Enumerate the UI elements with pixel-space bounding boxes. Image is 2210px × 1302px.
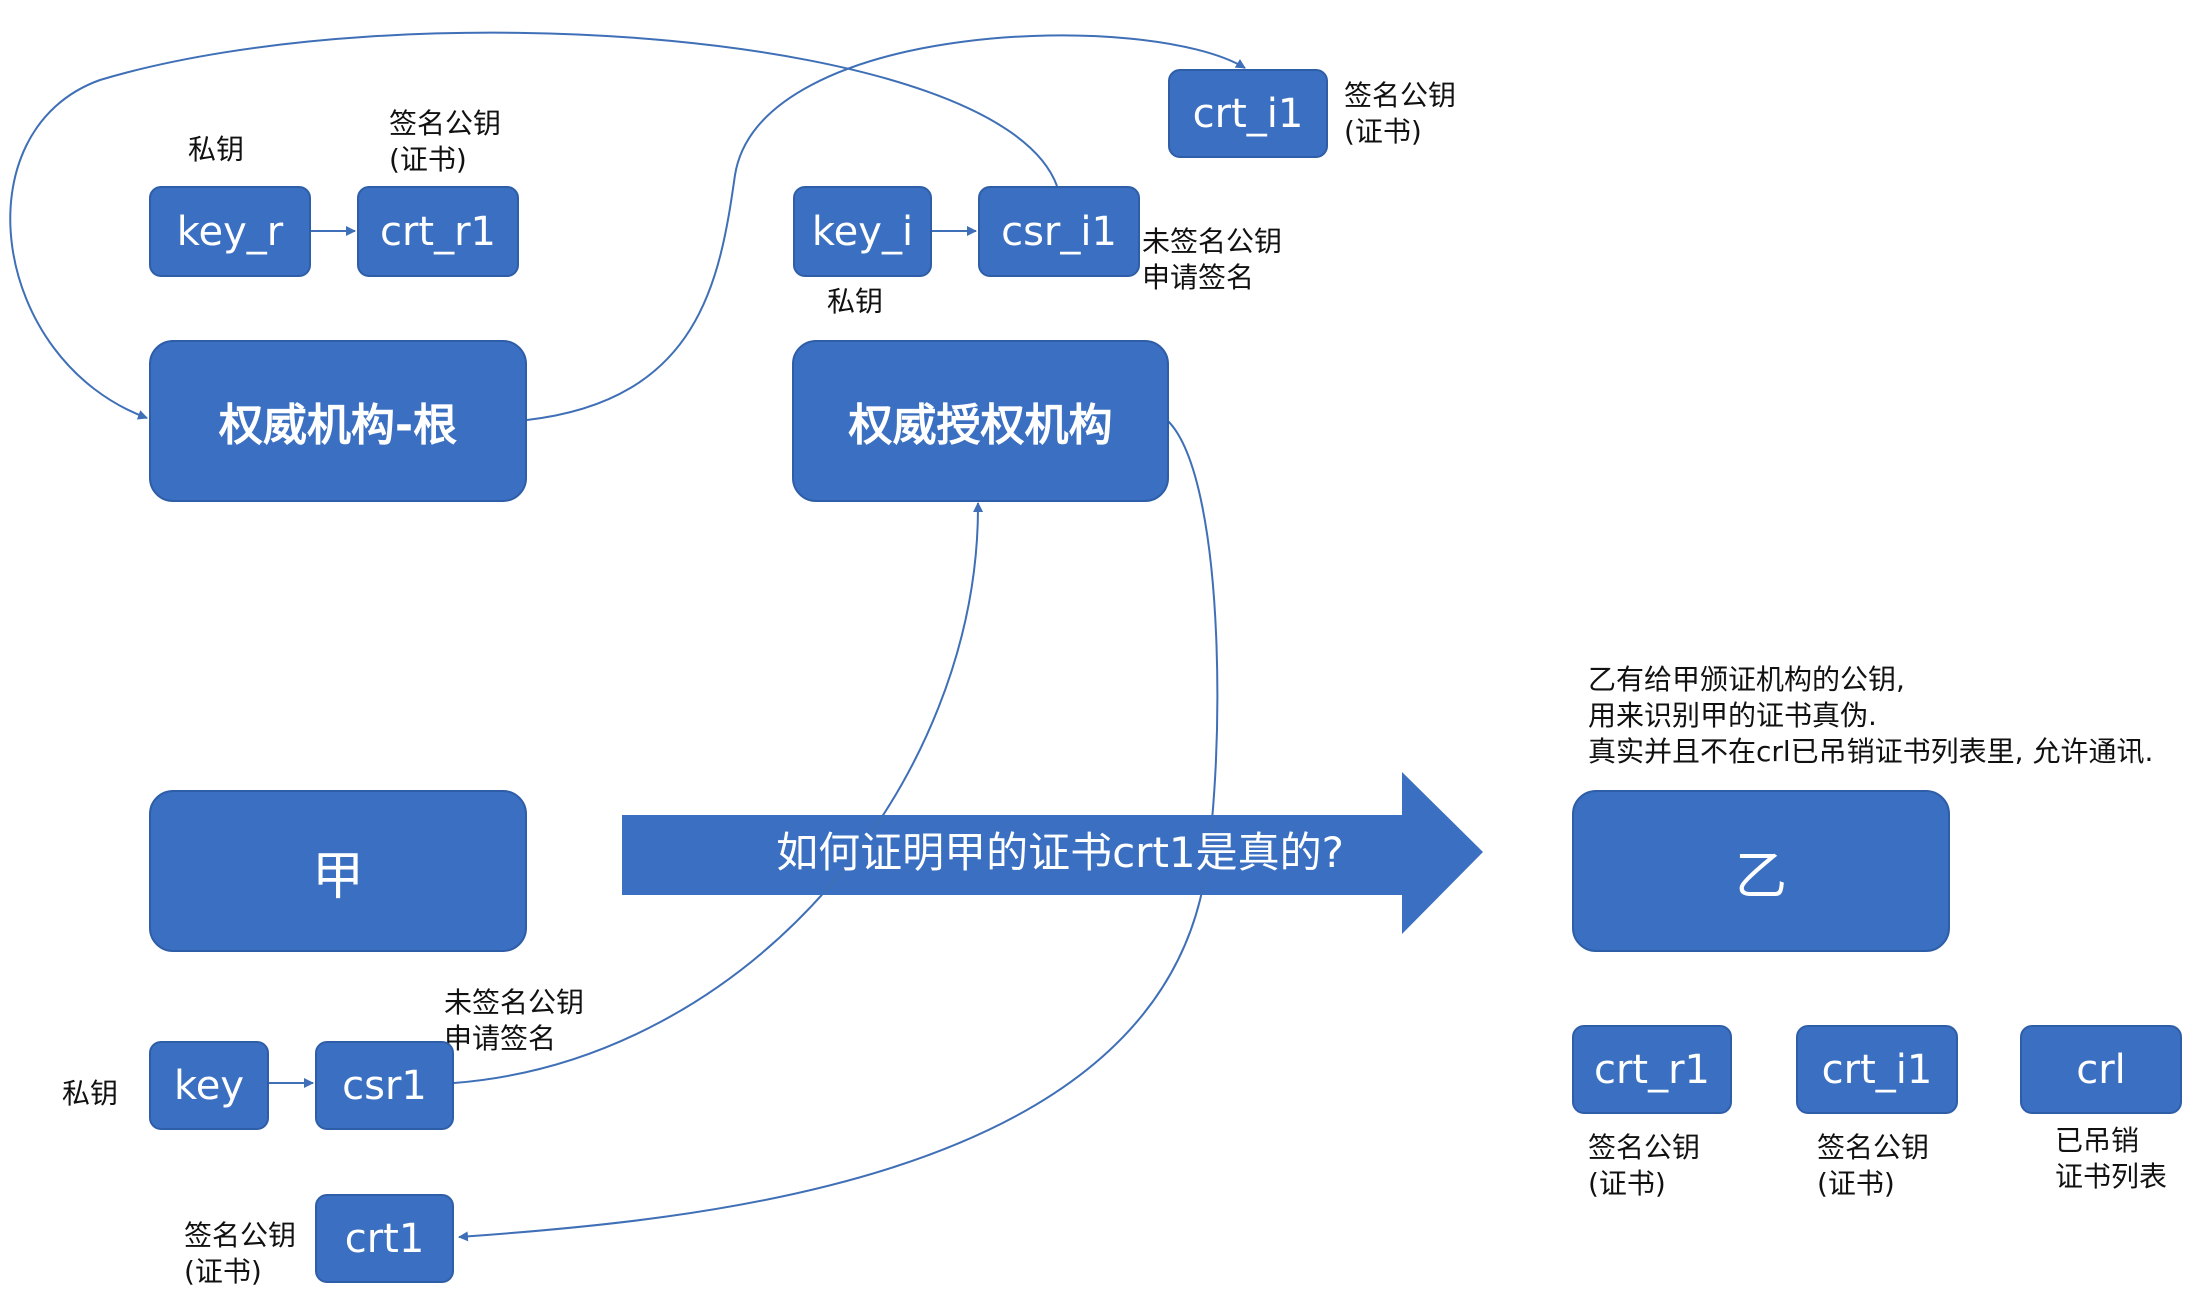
crt-i1-top-box: crt_i1 — [1168, 69, 1328, 158]
crl-label: 已吊销 证书列表 — [2055, 1124, 2168, 1193]
jia-box: 甲 — [149, 790, 527, 952]
unsigned-i1-label: 未签名公钥 申请签名 — [1142, 225, 1283, 294]
big-arrow-text: 如何证明甲的证书crt1是真的? — [776, 828, 1344, 877]
bottom-crt-r1-label: 签名公钥 (证书) — [1588, 1131, 1701, 1200]
crt-r1-top-box: crt_r1 — [357, 186, 519, 277]
big-arrow — [622, 772, 1483, 934]
intermediate-ca-box: 权威授权机构 — [792, 340, 1169, 502]
signed-pubkey-r1-label: 签名公钥 (证书) — [389, 107, 502, 176]
csr-i1-box: csr_i1 — [978, 186, 1140, 277]
private-key-label: 私钥 — [62, 1077, 119, 1110]
crt1-box: crt1 — [315, 1194, 454, 1283]
crt-r1-bottom-box: crt_r1 — [1572, 1025, 1732, 1114]
signed-pubkey-i1-label: 签名公钥 (证书) — [1344, 79, 1457, 148]
curve-root-to-crti1 — [526, 34, 1246, 421]
yi-note: 乙有给甲颁证机构的公钥, 用来识别甲的证书真伪. 真实并且不在crl已吊销证书列… — [1588, 663, 2154, 768]
yi-box: 乙 — [1572, 790, 1950, 952]
private-key-i-label: 私钥 — [827, 285, 884, 318]
unsigned-csr1-label: 未签名公钥 申请签名 — [444, 986, 585, 1055]
crt-i1-bottom-box: crt_i1 — [1796, 1025, 1958, 1114]
key-box: key — [149, 1041, 269, 1130]
signed-crt1-label: 签名公钥 (证书) — [184, 1219, 297, 1288]
root-ca-box: 权威机构-根 — [149, 340, 527, 502]
curve-csri1-to-root — [9, 31, 1058, 420]
key-i-box: key_i — [793, 186, 932, 277]
private-key-r-label: 私钥 — [188, 133, 245, 166]
curve-csr1-to-intermediate — [453, 502, 984, 1084]
crl-box: crl — [2020, 1025, 2182, 1114]
csr1-box: csr1 — [315, 1041, 454, 1130]
bottom-crt-i1-label: 签名公钥 (证书) — [1817, 1131, 1930, 1200]
curve-intermediate-to-crt1 — [458, 419, 1219, 1242]
key-r-box: key_r — [149, 186, 311, 277]
